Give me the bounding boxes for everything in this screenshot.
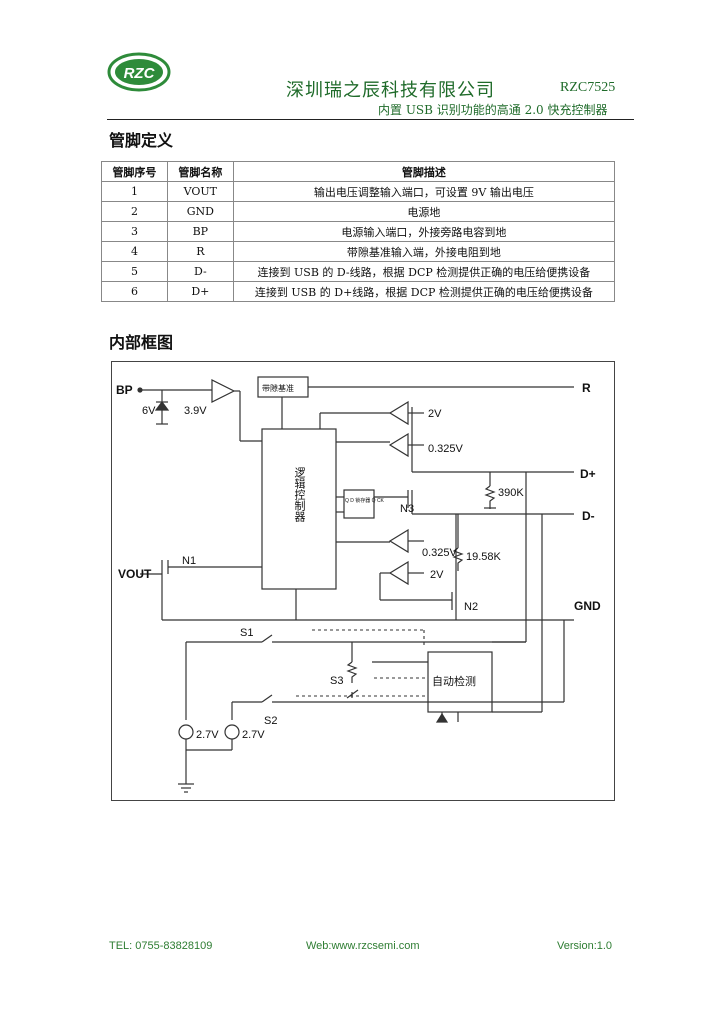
svg-text:3.9V: 3.9V (184, 405, 207, 417)
pin-name: D+ (166, 281, 234, 302)
svg-text:2.7V: 2.7V (242, 729, 265, 741)
pin-number: 6 (101, 281, 168, 302)
svg-text:2V: 2V (428, 408, 442, 420)
block-diagram: BP R D+ D- GND VOUT 6V 3.9V 2V 0.325V 0.… (111, 361, 615, 801)
column-header: 管脚描述 (232, 161, 616, 182)
pin-name: BP (166, 221, 234, 242)
document-subtitle: 内置 USB 识别功能的高通 2.0 快充控制器 (378, 103, 608, 117)
pin-description: 连接到 USB 的 D+线路，根据 DCP 检测提供正确的电压给便携设备 (232, 281, 616, 302)
footer-version: Version:1.0 (557, 940, 613, 952)
svg-text:自动检测: 自动检测 (432, 674, 476, 688)
pin-number: 5 (101, 261, 168, 282)
pin-number: 4 (101, 241, 168, 262)
svg-text:逻辑控制器: 逻辑控制器 (293, 467, 306, 523)
svg-text:N2: N2 (464, 601, 478, 613)
svg-text:2V: 2V (430, 569, 444, 581)
svg-text:N3: N3 (400, 503, 414, 515)
svg-text:S2: S2 (264, 715, 277, 727)
pin-description: 电源输入端口，外接旁路电容到地 (232, 221, 616, 242)
svg-text:2.7V: 2.7V (196, 729, 219, 741)
svg-text:D-: D- (582, 509, 595, 523)
pin-description: 输出电压调整输入端口，可设置 9V 输出电压 (232, 181, 616, 202)
footer-web[interactable]: Web:www.rzcsemi.com (306, 940, 420, 952)
svg-text:GND: GND (574, 599, 601, 613)
svg-text:VOUT: VOUT (118, 567, 152, 581)
pin-name: D- (166, 261, 234, 282)
footer-tel: TEL: 0755-83828109 (109, 940, 213, 952)
svg-text:0.325V: 0.325V (422, 547, 458, 559)
model-number: RZC7525 (560, 80, 616, 95)
pin-section-title: 管脚定义 (109, 131, 174, 150)
pin-number: 3 (101, 221, 168, 242)
company-logo: RZC (107, 52, 171, 92)
svg-text:N1: N1 (182, 555, 196, 567)
pin-name: GND (166, 201, 234, 222)
company-name: 深圳瑞之辰科技有限公司 (286, 80, 495, 101)
svg-text:D+: D+ (580, 467, 596, 481)
column-header: 管脚序号 (101, 161, 168, 182)
svg-text:6V: 6V (142, 405, 156, 417)
svg-text:390K: 390K (498, 487, 524, 499)
svg-text:S3: S3 (330, 675, 343, 687)
svg-text:BP: BP (116, 383, 133, 397)
column-header: 管脚名称 (166, 161, 234, 182)
pin-name: VOUT (166, 181, 234, 202)
pin-description: 带隙基准输入端，外接电阻到地 (232, 241, 616, 262)
pin-description: 电源地 (232, 201, 616, 222)
header-divider (107, 119, 634, 120)
svg-text:带隙基准: 带隙基准 (262, 383, 294, 393)
pin-number: 1 (101, 181, 168, 202)
svg-text:RZC: RZC (124, 65, 156, 82)
pin-description: 连接到 USB 的 D-线路，根据 DCP 检测提供正确的电压给便携设备 (232, 261, 616, 282)
pin-number: 2 (101, 201, 168, 222)
svg-text:S1: S1 (240, 627, 253, 639)
pin-table-header: 管脚序号 管脚名称 管脚描述 (101, 161, 616, 182)
pin-name: R (166, 241, 234, 262)
svg-text:0.325V: 0.325V (428, 443, 464, 455)
svg-text:19.58K: 19.58K (466, 551, 502, 563)
svg-text:R: R (582, 381, 591, 395)
block-section-title: 内部框图 (109, 333, 174, 352)
svg-text:Q D 锁存器 Q̄ CK: Q D 锁存器 Q̄ CK (345, 497, 385, 504)
